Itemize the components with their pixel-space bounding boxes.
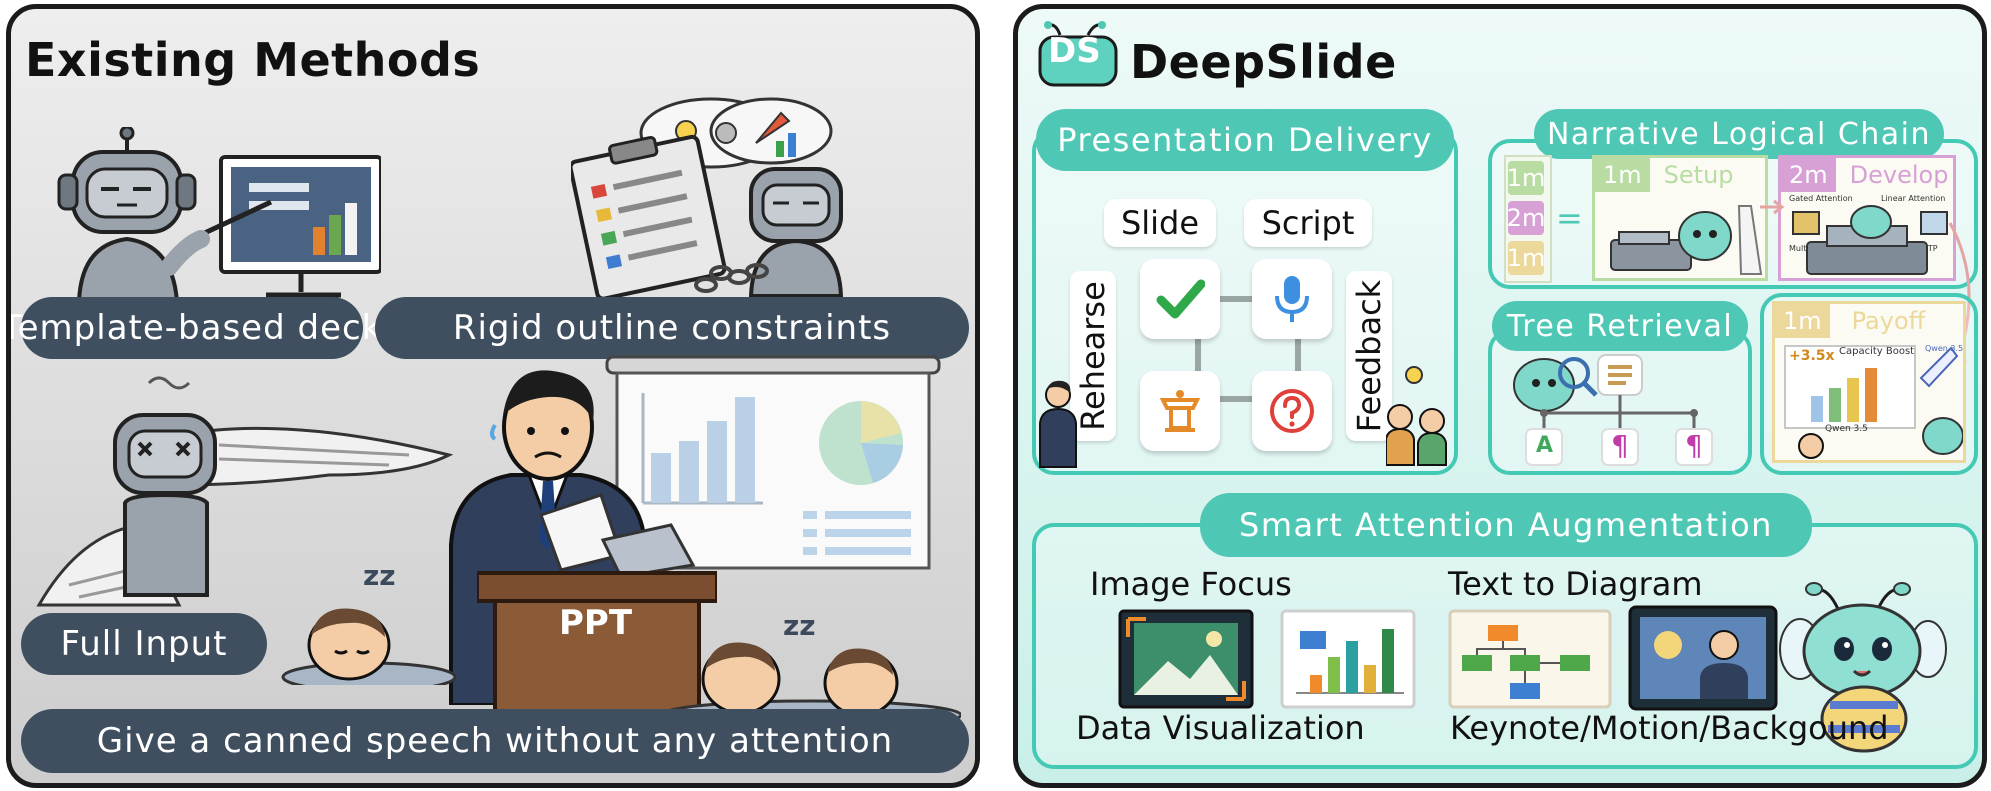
deepslide-logo-icon bbox=[1038, 21, 1118, 87]
sleeping-audience-left bbox=[281, 608, 457, 685]
payoff-boost-value: +3.5x bbox=[1789, 348, 1835, 364]
slide-check-tile bbox=[1140, 259, 1220, 339]
chained-robot-illustration bbox=[571, 97, 844, 301]
develop-stage: 2m Develop Gated Attention Linear Attenti… bbox=[1778, 155, 1956, 281]
payoff-model-label: Qwen 3.5 bbox=[1825, 424, 1868, 434]
deepslide-title: DeepSlide bbox=[1130, 35, 1397, 89]
rehearse-podium-tile bbox=[1140, 371, 1220, 451]
payoff-rocket-label: Qwen 3.5 bbox=[1925, 344, 1964, 353]
payoff-scene-illustration bbox=[1784, 345, 1963, 459]
payoff-capacity-caption: Capacity Boost bbox=[1839, 346, 1915, 357]
setup-to-develop-arrow-icon bbox=[1760, 199, 1785, 215]
develop-note-gated: Gated Attention bbox=[1789, 194, 1853, 203]
script-bubble: Script bbox=[1244, 199, 1372, 247]
data-visualization-label: Data Visualization bbox=[1076, 709, 1365, 747]
rehearse-label: Rehearse bbox=[1070, 271, 1116, 441]
setup-time: 1m bbox=[1595, 158, 1650, 192]
full-input-label: Full Input bbox=[21, 613, 267, 675]
feedback-label: Feedback bbox=[1346, 271, 1392, 441]
keynote-motion-card bbox=[1628, 605, 1778, 711]
develop-note-multi: Multi bbox=[1789, 244, 1809, 253]
text-to-diagram-label: Text to Diagram bbox=[1448, 565, 1703, 603]
tree-retrieval-title: Tree Retrieval bbox=[1492, 301, 1748, 351]
robot-presenter-illustration bbox=[57, 127, 381, 302]
setup-stage: 1m Setup bbox=[1592, 155, 1768, 281]
sleeping-audience-right bbox=[661, 642, 961, 719]
rehearsing-speaker-illustration bbox=[1039, 380, 1077, 468]
timeline-2m: 2m bbox=[1507, 201, 1545, 235]
snore-zzz-2: zz bbox=[783, 609, 816, 642]
tree-leaf-paragraph-2: ¶ bbox=[1685, 429, 1703, 462]
develop-label: Develop bbox=[1849, 161, 1949, 189]
image-focus-label: Image Focus bbox=[1090, 565, 1292, 603]
timeline-1m-top: 1m bbox=[1507, 161, 1545, 195]
tree-leaf-image: A bbox=[1536, 433, 1554, 458]
snore-zzz-1: zz bbox=[363, 559, 396, 592]
setup-label: Setup bbox=[1663, 161, 1734, 189]
script-mic-tile bbox=[1252, 259, 1332, 339]
deepslide-panel: DS DeepSlide Presentation Delivery Slide… bbox=[1013, 4, 1987, 788]
text-to-diagram-card bbox=[1448, 609, 1612, 709]
payoff-stage: 1m Payoff +3.5x Capacity Boost Qwen 3.5 Q… bbox=[1772, 301, 1966, 463]
develop-note-linear: Linear Attention bbox=[1881, 194, 1946, 203]
develop-time: 2m bbox=[1781, 158, 1836, 192]
podium-ppt-label: PPT bbox=[559, 603, 633, 643]
data-visualization-card bbox=[1280, 609, 1416, 709]
checkmark-icon bbox=[1156, 279, 1205, 319]
microphone-icon bbox=[1275, 276, 1309, 322]
develop-note-mtp: MTP bbox=[1921, 244, 1938, 253]
narrative-chain-title: Narrative Logical Chain bbox=[1534, 109, 1944, 159]
keynote-motion-background-label: Keynote/Motion/Backgound bbox=[1450, 709, 1889, 747]
lectern-icon bbox=[1159, 390, 1201, 432]
payoff-label: Payoff bbox=[1851, 307, 1926, 335]
tree-retrieval-diagram bbox=[1513, 354, 1713, 466]
presentation-delivery-title: Presentation Delivery bbox=[1036, 109, 1454, 171]
template-based-deck-label: Template-based deck bbox=[11, 297, 381, 359]
podium bbox=[477, 571, 717, 719]
develop-scene-illustration bbox=[1792, 205, 1948, 275]
timeline-equals: = bbox=[1556, 199, 1583, 237]
image-focus-card bbox=[1118, 609, 1254, 709]
existing-methods-panel: Existing Methods bbox=[6, 4, 980, 788]
deepslide-logo-text: DS bbox=[1048, 31, 1101, 71]
audience-feedback-illustration bbox=[1386, 366, 1447, 466]
question-icon bbox=[1270, 389, 1314, 433]
smart-attention-title: Smart Attention Augmentation bbox=[1200, 493, 1812, 557]
slide-bubble: Slide bbox=[1104, 199, 1216, 247]
deepslide-mascot-illustration bbox=[1779, 582, 1947, 753]
tree-leaf-paragraph-1: ¶ bbox=[1611, 429, 1629, 462]
rigid-outline-constraints-label: Rigid outline constraints bbox=[375, 297, 969, 359]
canned-speech-label: Give a canned speech without any attenti… bbox=[21, 709, 969, 773]
existing-methods-title: Existing Methods bbox=[25, 33, 481, 87]
dizzy-robot-illustration bbox=[36, 376, 454, 607]
setup-scene-illustration bbox=[1610, 205, 1763, 275]
feedback-question-tile bbox=[1252, 371, 1332, 451]
timeline-1m-bottom: 1m bbox=[1507, 241, 1545, 275]
payoff-time: 1m bbox=[1775, 304, 1830, 338]
